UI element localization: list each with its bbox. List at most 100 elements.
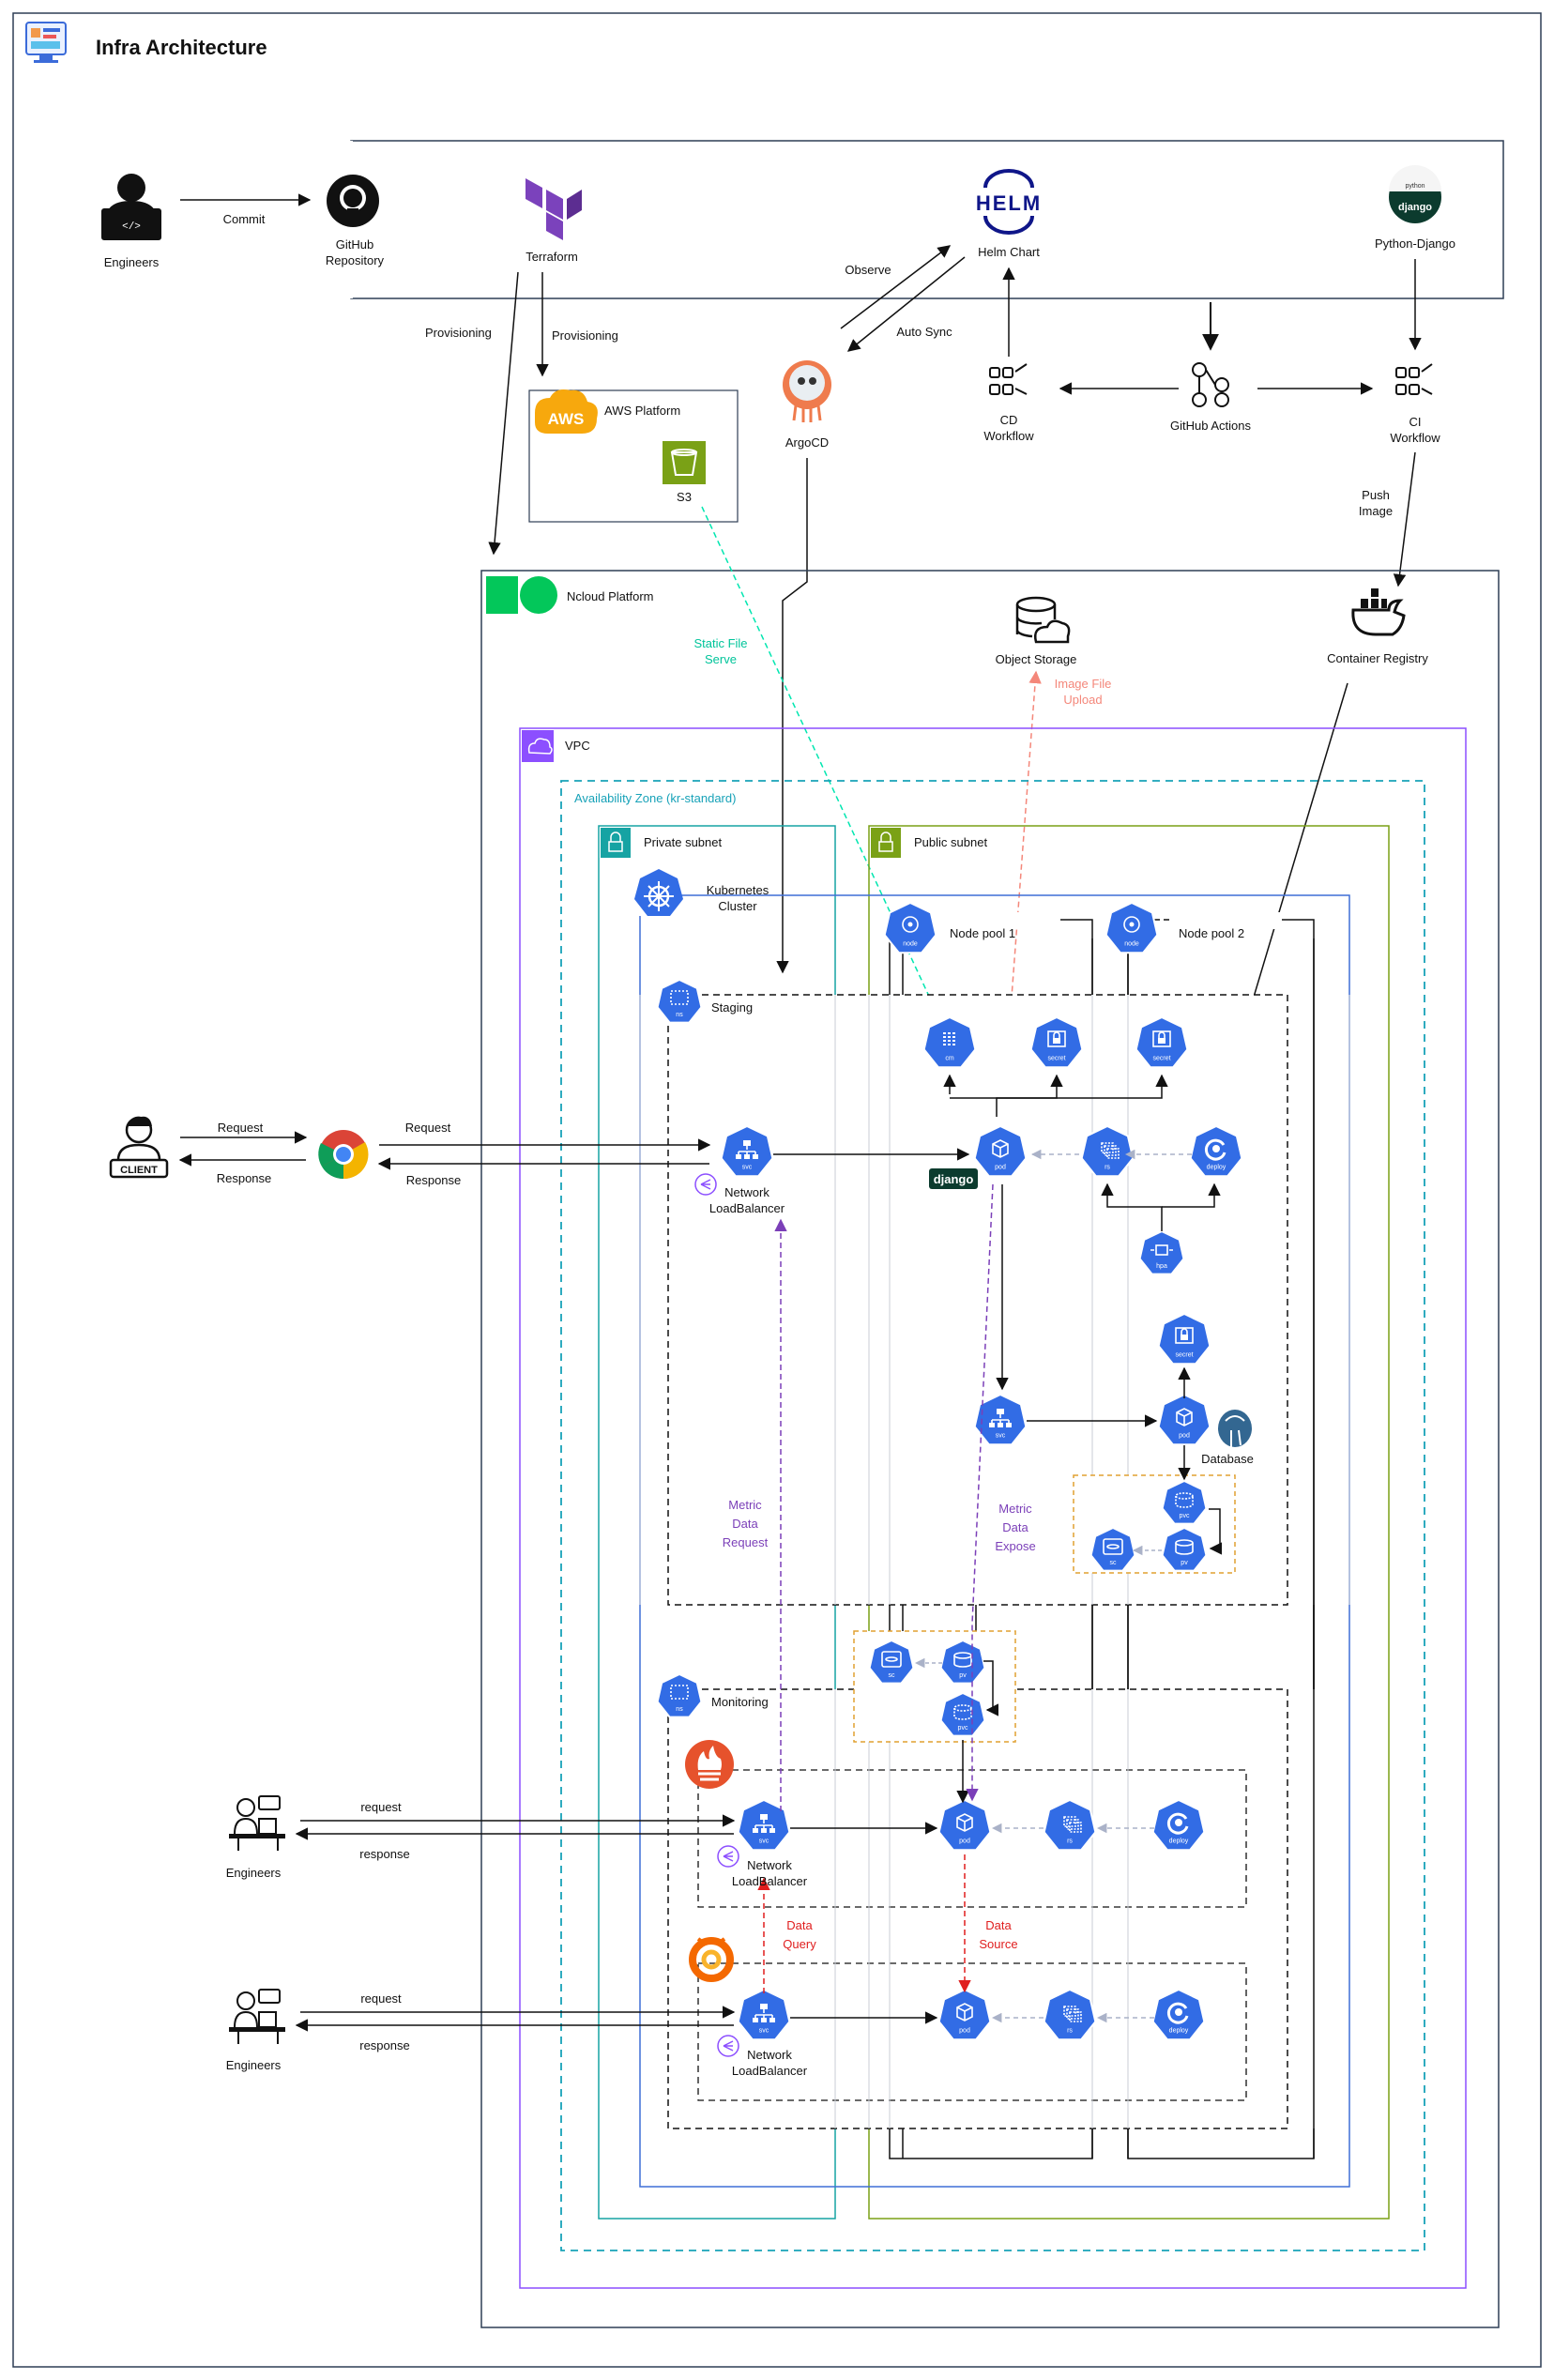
monitoring-ns-icon: ns (656, 1672, 703, 1718)
monitoring-label: Monitoring (711, 1695, 769, 1709)
hpa-deploy-arrow (1162, 1182, 1221, 1208)
ci-workflow-icon (1395, 363, 1433, 395)
push-image-line1: Push (1362, 488, 1390, 502)
page-title: Infra Architecture (96, 36, 267, 59)
svg-text:rs: rs (1067, 1838, 1073, 1844)
outer-frame (12, 12, 1542, 2368)
node-pool-guides (639, 995, 1350, 2128)
push-image-line2: Image (1359, 504, 1393, 518)
grafana-icon (689, 1937, 734, 1982)
svg-text:svc: svc (742, 1164, 753, 1170)
helm-logo-text: HELM (976, 191, 1042, 215)
container-registry-label: Container Registry (1327, 651, 1428, 665)
vpc-label: VPC (565, 739, 590, 753)
commit-label: Commit (223, 212, 266, 226)
image-upload-line1: Image File (1055, 677, 1112, 691)
argocd-label: ArgoCD (785, 435, 829, 450)
pvc-pv-arrow (1209, 1508, 1223, 1555)
kubernetes-cluster-line2: Cluster (718, 899, 757, 913)
engineer-graf-icon (229, 1989, 285, 2044)
auto-sync-arrow (846, 256, 966, 352)
django-deploy-icon: deploy (1189, 1124, 1243, 1178)
provisioning-b-label: Provisioning (552, 328, 618, 343)
observe-arrow (840, 245, 952, 329)
availability-zone-label: Availability Zone (kr-standard) (574, 791, 736, 805)
svg-text:node: node (1124, 940, 1139, 947)
svg-text:pvc: pvc (958, 1725, 968, 1732)
ncloud-platform-label: Ncloud Platform (567, 589, 653, 603)
python-django-icon: python django (1389, 165, 1441, 223)
kubernetes-icon (634, 869, 683, 916)
svg-text:hpa: hpa (1156, 1263, 1167, 1270)
svg-text:ns: ns (676, 1706, 683, 1713)
django-rs-icon: rs (1080, 1124, 1135, 1178)
terraform-label: Terraform (526, 250, 578, 264)
hpa-icon: hpa (1138, 1229, 1185, 1275)
argocd-staging-arrow (776, 458, 808, 974)
graf-deploy-icon: deploy (1151, 1988, 1206, 2041)
aws-platform-box (528, 389, 739, 523)
postgresql-icon (1218, 1410, 1252, 1447)
metric-expose-line2: Data (1002, 1520, 1028, 1534)
svg-text:pod: pod (959, 1838, 970, 1844)
django-tag: django (929, 1168, 978, 1189)
secret-icon-2: secret (1135, 1015, 1189, 1069)
pod-secret1-arrow (950, 1074, 1063, 1099)
prom-response-label: response (359, 1847, 409, 1861)
graf-lb-svc-icon: svc (737, 1988, 791, 2041)
image-upload-line2: Upload (1063, 693, 1102, 707)
db-pod-icon: pod (1157, 1393, 1211, 1446)
prom-lb-line2: LoadBalancer (732, 1874, 808, 1888)
db-svc-icon: svc (973, 1393, 1028, 1446)
db-pv-icon: pv (1161, 1526, 1208, 1572)
client-icon: CLIENT (109, 1116, 169, 1179)
data-query-line1: Data (786, 1918, 813, 1932)
private-lock-icon (601, 828, 631, 858)
data-source-line2: Source (979, 1937, 1017, 1951)
svg-text:secret: secret (1152, 1055, 1170, 1061)
push-image-arrow (1393, 451, 1416, 587)
mon-pv-icon: pv (939, 1639, 986, 1685)
db-secret-icon: secret (1157, 1312, 1211, 1365)
argocd-icon (783, 360, 831, 422)
aws-icon: AWS (535, 389, 598, 434)
auto-sync-label: Auto Sync (896, 325, 952, 339)
s3-label: S3 (677, 490, 692, 504)
github-actions-icon (1192, 362, 1229, 407)
db-sc-icon: sc (1089, 1526, 1136, 1572)
provisioning-a-label: Provisioning (425, 326, 492, 340)
github-icon (327, 175, 379, 227)
prom-deploy-icon: deploy (1151, 1798, 1206, 1852)
hpa-rs-arrow (1101, 1182, 1163, 1231)
metric-expose-line3: Expose (995, 1539, 1035, 1553)
graf-request-label: request (360, 1991, 402, 2006)
svg-text:pv: pv (959, 1672, 967, 1679)
svg-text:pvc: pvc (1180, 1513, 1190, 1519)
svg-text:secret: secret (1047, 1055, 1065, 1061)
client-request-label: Request (218, 1121, 264, 1135)
django-tag-text: django (934, 1172, 974, 1186)
svg-text:deploy: deploy (1169, 2027, 1189, 2034)
metric-request-line2: Data (732, 1517, 758, 1531)
kubernetes-cluster-line1: Kubernetes (707, 883, 769, 897)
node-pool-2-label-bg (1169, 912, 1282, 929)
svg-text:pod: pod (1179, 1432, 1190, 1439)
github-repo-line1: GitHub (336, 237, 373, 252)
graf-lb-line1: Network (747, 2048, 792, 2062)
cd-workflow-line2: Workflow (983, 429, 1034, 443)
svg-text:ns: ns (676, 1012, 683, 1018)
node-pool-1-label-bg (948, 912, 1060, 929)
observe-label: Observe (845, 263, 891, 277)
ncloud-platform-box (480, 570, 1500, 2328)
provisioning-ncloud-arrow (488, 271, 519, 556)
github-actions-label: GitHub Actions (1170, 419, 1251, 433)
graf-rs-icon: rs (1043, 1988, 1097, 2041)
staging-lb-badge-icon (694, 1173, 717, 1196)
prom-request-label: request (360, 1800, 402, 1814)
django-badge-text: django (1398, 202, 1432, 213)
graf-response-label: response (359, 2038, 409, 2052)
svg-text:node: node (903, 940, 918, 947)
static-file-line1: Static File (693, 636, 747, 650)
